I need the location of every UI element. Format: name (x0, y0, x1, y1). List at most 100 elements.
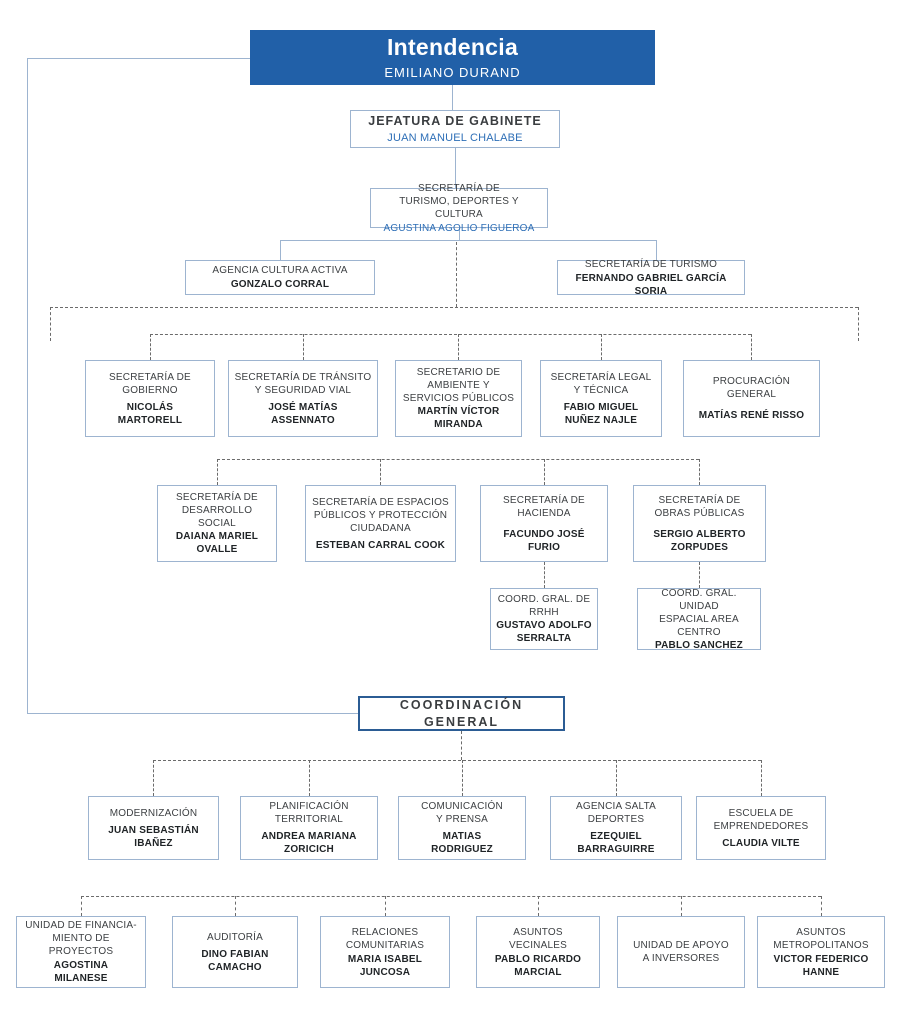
org-node-metropolitanos: ASUNTOS METROPOLITANOS VICTOR FEDERICO H… (757, 916, 885, 988)
person-name: ESTEBAN CARRAL COOK (315, 539, 446, 551)
person-name: DINO FABIAN CAMACHO (201, 948, 269, 973)
connector-dashed (458, 334, 459, 360)
org-node-modernizacion: MODERNIZACIÓN JUAN SEBASTIÁN IBAÑEZ (88, 796, 219, 860)
node-title: ASUNTOS METROPOLITANOS (773, 926, 869, 951)
person-name: CLAUDIA VILTE (722, 837, 800, 849)
node-title: ASUNTOS VECINALES (509, 926, 567, 951)
node-title: SECRETARÍA DE TURISMO (584, 258, 718, 270)
node-title: SECRETARIO DE AMBIENTE Y SERVICIOS PÚBLI… (402, 367, 515, 404)
person-name: NICOLÁS MARTORELL (117, 401, 183, 426)
person-name: DAIANA MARIEL OVALLE (175, 531, 259, 555)
person-name: GUSTAVO ADOLFO SERRALTA (496, 620, 592, 644)
org-node-auditoria: AUDITORÍA DINO FABIAN CAMACHO (172, 916, 298, 988)
person-name: FACUNDO JOSÉ FURIO (503, 528, 585, 553)
person-name: PABLO SANCHEZ (655, 639, 743, 651)
connector-dashed (385, 896, 386, 916)
node-title: AGENCIA SALTA DEPORTES (575, 801, 657, 825)
person-name: JUAN MANUEL CHALABE (387, 131, 523, 144)
org-node-agencia-cultura: AGENCIA CULTURA ACTIVA GONZALO CORRAL (185, 260, 375, 295)
connector (27, 58, 28, 713)
connector (455, 148, 456, 188)
org-node-jefatura: JEFATURA DE GABINETE JUAN MANUEL CHALABE (350, 110, 560, 148)
org-node-financiamiento: UNIDAD DE FINANCIA- MIENTO DE PROYECTOS … (16, 916, 146, 988)
connector-dashed (81, 896, 82, 916)
org-node-legal: SECRETARÍA LEGAL Y TÉCNICA FABIO MIGUEL … (540, 360, 662, 437)
connector-dashed (217, 459, 218, 485)
connector-dashed (821, 896, 822, 916)
org-node-planificacion: PLANIFICACIÓN TERRITORIAL ANDREA MARIANA… (240, 796, 378, 860)
person-name: VICTOR FEDERICO HANNE (773, 953, 869, 978)
org-node-gobierno: SECRETARÍA DE GOBIERNO NICOLÁS MARTORELL (85, 360, 215, 437)
person-name: MATIAS RODRIGUEZ (431, 831, 493, 855)
node-title: AUDITORÍA (206, 931, 264, 943)
connector-dashed (303, 334, 304, 360)
person-name: EZEQUIEL BARRAGUIRRE (577, 831, 655, 855)
person-name: FABIO MIGUEL NUÑEZ NAJLE (563, 401, 639, 426)
connector-dashed (461, 731, 462, 760)
connector-dashed (544, 562, 545, 588)
org-node-obras: SECRETARÍA DE OBRAS PÚBLICAS SERGIO ALBE… (633, 485, 766, 562)
org-node-coordinacion-general: COORDINACIÓN GENERAL (358, 696, 565, 731)
connector-dashed (601, 334, 602, 360)
org-node-comunicacion: COMUNICACIÓN Y PRENSA MATIAS RODRIGUEZ (398, 796, 526, 860)
org-node-unidad-espacial: COORD. GRAL. UNIDAD ESPACIAL AREA CENTRO… (637, 587, 761, 651)
node-title: SECRETARÍA DE TURISMO, DEPORTES Y CULTUR… (399, 182, 519, 220)
connector-dashed (681, 896, 682, 916)
node-title: SECRETARÍA DE DESARROLLO SOCIAL (176, 492, 258, 529)
org-node-ambiente: SECRETARIO DE AMBIENTE Y SERVICIOS PÚBLI… (395, 360, 522, 437)
org-node-vecinales: ASUNTOS VECINALES PABLO RICARDO MARCIAL (476, 916, 600, 988)
connector-dashed (544, 459, 545, 485)
node-title: SECRETARÍA DE GOBIERNO (109, 371, 191, 396)
connector-dashed (462, 760, 463, 796)
node-title: UNIDAD DE FINANCIA- MIENTO DE PROYECTOS (25, 920, 137, 957)
node-title: COORD. GRAL. DE RRHH (497, 594, 591, 618)
person-name: AGOSTINA MILANESE (53, 960, 109, 984)
node-title: UNIDAD DE APOYO A INVERSORES (633, 940, 729, 964)
org-node-espacios: SECRETARÍA DE ESPACIOS PÚBLICOS Y PROTEC… (305, 485, 456, 562)
person-name: FERNANDO GABRIEL GARCÍA SORIA (575, 272, 727, 297)
connector-dashed (153, 760, 761, 761)
connector (27, 713, 358, 714)
connector-dashed (81, 896, 821, 897)
person-name: JOSÉ MATÍAS ASSENNATO (268, 401, 338, 426)
connector (280, 240, 281, 260)
connector-dashed (699, 459, 700, 485)
connector-dashed (150, 334, 751, 335)
person-name: GONZALO CORRAL (230, 279, 330, 290)
node-title: PROCURACIÓN GENERAL (712, 376, 791, 400)
node-title: SECRETARÍA LEGAL Y TÉCNICA (550, 371, 652, 396)
person-name: EMILIANO DURAND (384, 65, 521, 80)
node-title: AGENCIA CULTURA ACTIVA (212, 265, 348, 276)
org-node-transito: SECRETARÍA DE TRÁNSITO Y SEGURIDAD VIAL … (228, 360, 378, 437)
person-name: MATÍAS RENÉ RISSO (698, 410, 805, 421)
org-node-escuela: ESCUELA DE EMPRENDEDORES CLAUDIA VILTE (696, 796, 826, 860)
connector (452, 85, 453, 110)
node-title: COORD. GRAL. UNIDAD ESPACIAL AREA CENTRO (659, 587, 739, 638)
connector (656, 240, 657, 260)
node-title: PLANIFICACIÓN TERRITORIAL (269, 801, 349, 825)
node-title: COMUNICACIÓN Y PRENSA (421, 801, 503, 825)
node-title: SECRETARÍA DE TRÁNSITO Y SEGURIDAD VIAL (234, 371, 372, 396)
person-name: MARIA ISABEL JUNCOSA (347, 953, 423, 978)
org-node-sec-turismo: SECRETARÍA DE TURISMO FERNANDO GABRIEL G… (557, 258, 745, 297)
node-title: SECRETARÍA DE ESPACIOS PÚBLICOS Y PROTEC… (312, 496, 449, 534)
node-title: MODERNIZACIÓN (109, 807, 198, 819)
person-name: ANDREA MARIANA ZORICICH (261, 831, 357, 855)
connector-dashed (235, 896, 236, 916)
org-node-apoyo-inversores: UNIDAD DE APOYO A INVERSORES (617, 916, 745, 988)
org-node-desarrollo: SECRETARÍA DE DESARROLLO SOCIAL DAIANA M… (157, 485, 277, 562)
connector-dashed (456, 242, 457, 307)
org-node-hacienda: SECRETARÍA DE HACIENDA FACUNDO JOSÉ FURI… (480, 485, 608, 562)
org-node-relaciones: RELACIONES COMUNITARIAS MARIA ISABEL JUN… (320, 916, 450, 988)
connector (27, 58, 250, 59)
person-name: JUAN SEBASTIÁN IBAÑEZ (108, 824, 199, 849)
org-node-intendencia: Intendencia EMILIANO DURAND (250, 30, 655, 85)
node-title: ESCUELA DE EMPRENDEDORES (713, 807, 809, 832)
person-name: MARTÍN VÍCTOR MIRANDA (417, 406, 500, 430)
connector-dashed (380, 459, 381, 485)
node-title: RELACIONES COMUNITARIAS (345, 926, 425, 951)
person-name: PABLO RICARDO MARCIAL (494, 953, 582, 978)
connector (459, 228, 460, 240)
node-title: COORDINACIÓN GENERAL (399, 698, 524, 729)
